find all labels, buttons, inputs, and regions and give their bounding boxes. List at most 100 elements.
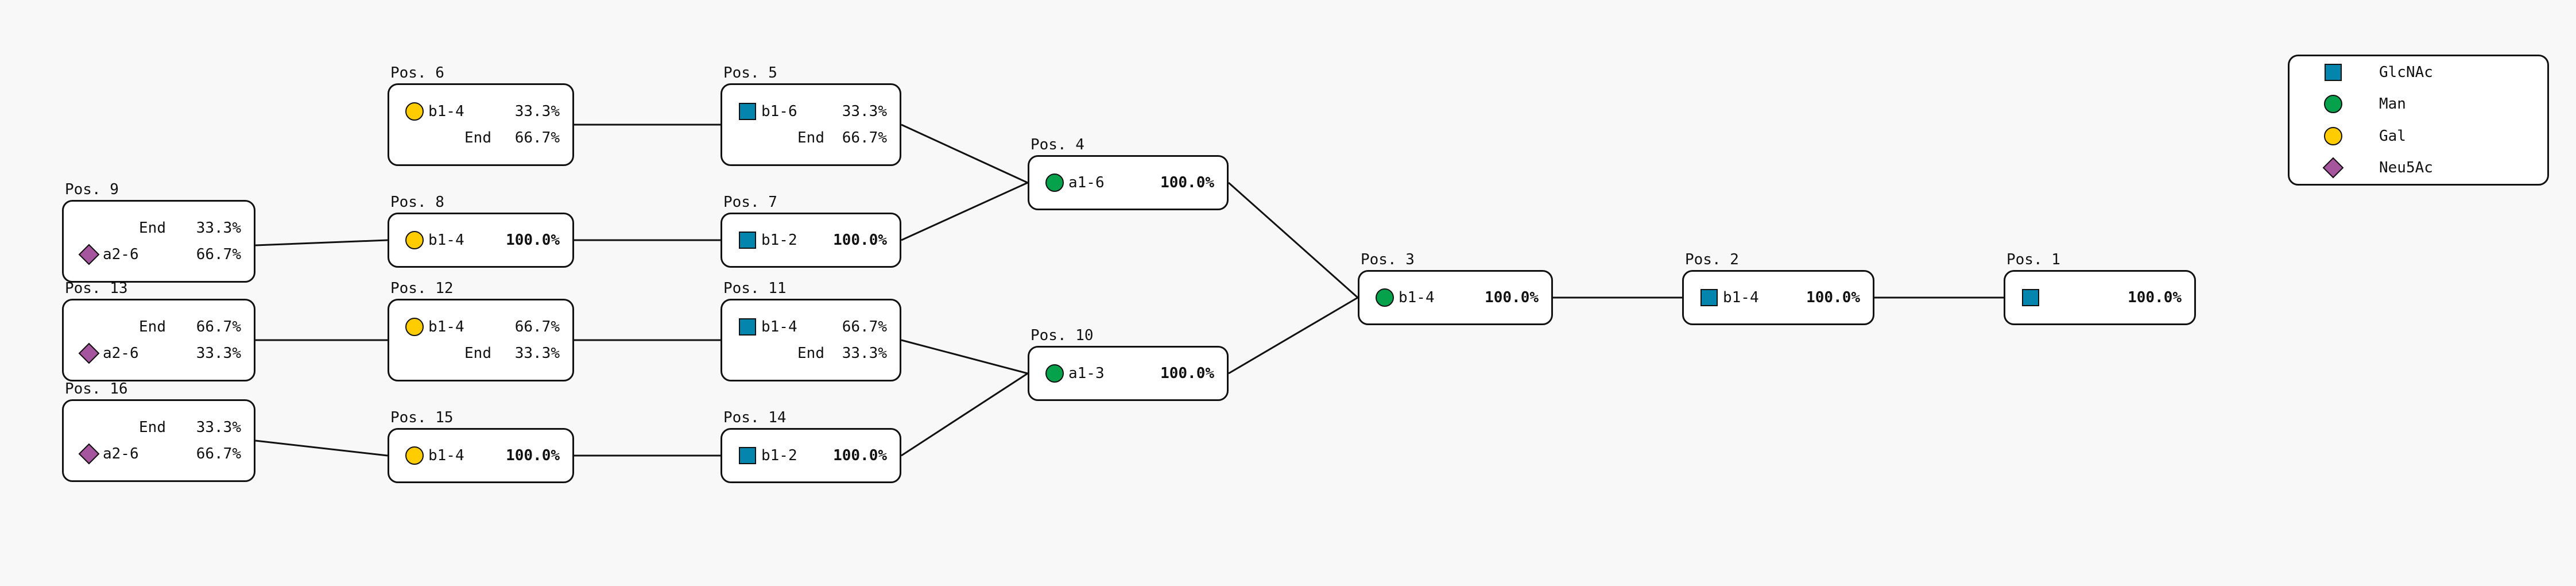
glycan-node-pos6[interactable]: Pos. 6 b1-4 33.3% End 66.7% xyxy=(388,64,574,166)
glycan-node-pos1[interactable]: Pos. 1 100.0% xyxy=(2004,251,2196,325)
glcnac-square-icon xyxy=(734,447,761,464)
legend-item: GlcNAc xyxy=(2290,56,2547,88)
icon-glyph xyxy=(2324,126,2342,145)
linkage-label: b1-4 xyxy=(1723,289,1759,306)
icon-glyph xyxy=(2325,63,2342,81)
node-position-label: Pos. 7 xyxy=(723,194,777,211)
icon-glyph xyxy=(739,318,756,336)
glycan-node-pos12[interactable]: Pos. 12 b1-4 66.7% End 33.3% xyxy=(388,280,574,381)
linkage-label: End xyxy=(464,129,491,146)
linkage-label: b1-4 xyxy=(428,447,464,464)
legend-label: Gal xyxy=(2379,127,2406,145)
node-position-label: Pos. 1 xyxy=(2006,251,2060,268)
linkage-label: End xyxy=(139,318,166,336)
glcnac-square-icon xyxy=(734,232,761,249)
man-circle-icon xyxy=(1041,174,1068,192)
linkage-label: a2-6 xyxy=(103,445,139,462)
icon-glyph xyxy=(405,318,424,336)
percentage-value: 66.7% xyxy=(196,246,241,263)
node-position-label: Pos. 10 xyxy=(1031,327,1094,344)
edge-pos9-to-pos8 xyxy=(255,239,388,246)
neu5ac-diamond-icon xyxy=(75,342,103,364)
linkage-label: End xyxy=(797,129,824,146)
percentage-value: 66.7% xyxy=(514,318,560,336)
node-row: b1-4 100.0% xyxy=(389,227,572,253)
linkage-label: End xyxy=(797,345,824,362)
glcnac-square-icon xyxy=(734,103,761,120)
icon-glyph xyxy=(78,244,100,265)
edge-pos16-to-pos15 xyxy=(255,439,388,457)
linkage-label: End xyxy=(464,345,491,362)
glcnac-square-icon xyxy=(2017,289,2044,306)
percentage-value: 66.7% xyxy=(842,318,887,336)
icon-glyph xyxy=(739,232,756,249)
edge-pos7-to-pos4 xyxy=(901,182,1028,241)
node-row: 100.0% xyxy=(2005,284,2194,311)
icon-glyph xyxy=(1045,364,1064,383)
linkage-label: a1-3 xyxy=(1068,365,1105,382)
node-position-label: Pos. 9 xyxy=(65,181,119,198)
edge-pos4-to-pos3 xyxy=(1228,182,1358,299)
icon-glyph xyxy=(78,342,100,364)
glcnac-square-icon xyxy=(1695,289,1723,306)
gal-circle-icon xyxy=(401,231,428,249)
node-position-label: Pos. 13 xyxy=(65,280,128,297)
percentage-value: 33.3% xyxy=(514,345,560,362)
linkage-label: End xyxy=(139,219,166,237)
node-position-label: Pos. 11 xyxy=(723,280,787,297)
icon-glyph xyxy=(739,447,756,464)
neu5ac-diamond-icon xyxy=(75,443,103,465)
percentage-value: 66.7% xyxy=(196,318,241,336)
legend-item: Man xyxy=(2290,88,2547,121)
node-row: End 66.7% xyxy=(389,125,572,151)
icon-glyph xyxy=(1376,288,1394,307)
percentage-value: 33.3% xyxy=(842,345,887,362)
node-position-label: Pos. 12 xyxy=(390,280,454,297)
linkage-label: b1-4 xyxy=(428,232,464,249)
icon-glyph xyxy=(2322,157,2344,179)
percentage-value: 66.7% xyxy=(196,445,241,462)
percentage-value: 66.7% xyxy=(842,129,887,146)
icon-glyph xyxy=(405,231,424,249)
linkage-label: a1-6 xyxy=(1068,174,1105,191)
linkage-label: b1-4 xyxy=(428,103,464,120)
icon-glyph xyxy=(739,103,756,120)
percentage-value: 100.0% xyxy=(506,232,560,249)
linkage-label: a2-6 xyxy=(103,345,139,362)
node-row: End 66.7% xyxy=(64,314,254,340)
gal-circle-icon xyxy=(401,102,428,121)
percentage-value: 33.3% xyxy=(514,103,560,120)
node-row: b1-4 66.7% xyxy=(389,314,572,340)
linkage-label: b1-2 xyxy=(761,447,797,464)
gal-circle-icon xyxy=(401,446,428,465)
percentage-value: 66.7% xyxy=(514,129,560,146)
linkage-label: b1-4 xyxy=(428,318,464,336)
legend-label: GlcNAc xyxy=(2379,63,2433,81)
man-circle-icon xyxy=(1371,288,1399,307)
glcnac-square-icon xyxy=(734,318,761,336)
node-position-label: Pos. 6 xyxy=(390,64,444,82)
edge-pos5-to-pos4 xyxy=(901,124,1028,184)
linkage-label: b1-4 xyxy=(1399,289,1435,306)
node-position-label: Pos. 15 xyxy=(390,409,454,426)
man-circle-icon xyxy=(2317,95,2349,114)
man-circle-icon xyxy=(1041,364,1068,383)
